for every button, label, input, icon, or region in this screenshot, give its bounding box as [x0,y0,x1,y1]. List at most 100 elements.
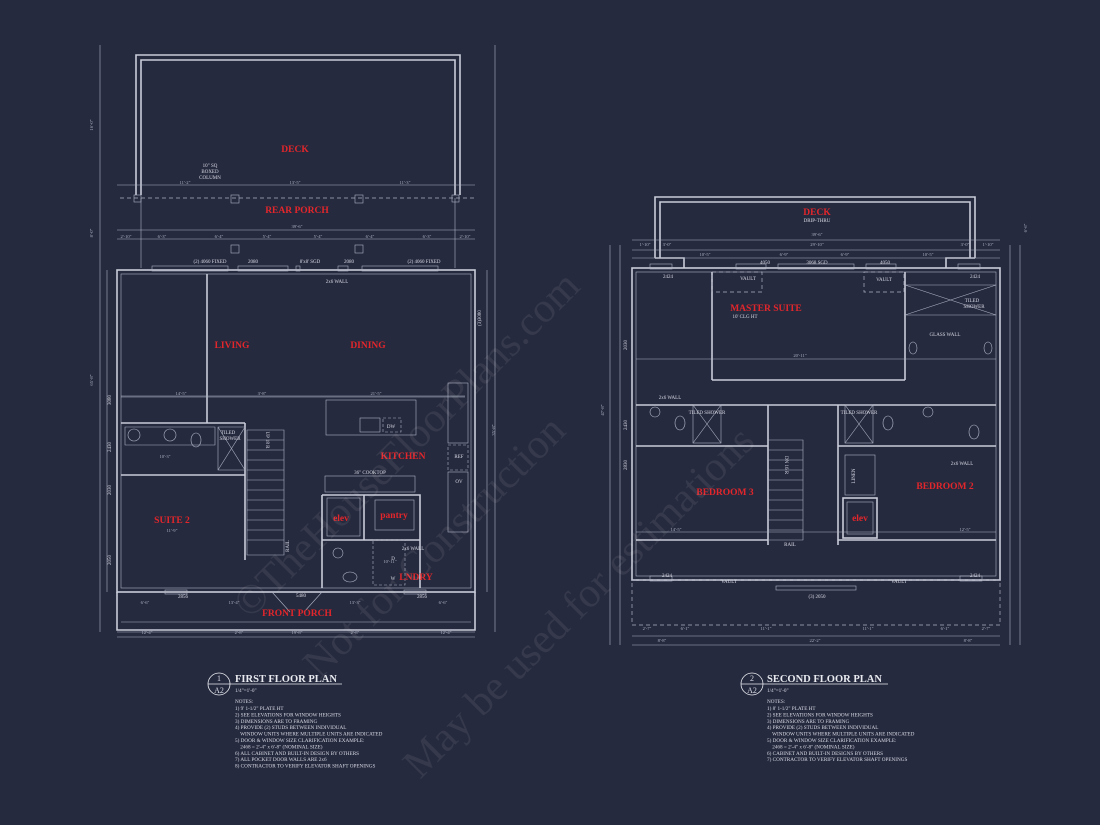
annotation: UP 18 R [264,431,269,449]
note-item: 2) SEE ELEVATIONS FOR WINDOW HEIGHTS [235,711,341,718]
room-label-elevator: elev [852,514,868,524]
annotation: VAULT [876,278,892,283]
dimension: 11'-9" [167,528,178,533]
dimension: 11'-3" [400,180,411,185]
plan-scale: 1/4"=1'-0" [235,688,257,694]
annotation: SHOWER [963,305,985,310]
dimension: 11'-2" [180,180,191,185]
note-item: 6) ALL CABINET AND BUILT-IN DESIGN BY OT… [235,750,359,757]
dimension: 29'-10" [810,242,824,247]
dimension: 2'-7" [982,626,991,631]
dimension: 11'-1" [761,626,772,631]
dimension: 12'-4" [440,630,451,635]
note-item: 6) CABINET AND BUILT-IN DESIGNS BY OTHER… [767,750,883,757]
dimension: 10'-3" [159,454,170,459]
dimension: 19'-8" [291,630,302,635]
note-item: 4) PROVIDE (2) STUDS BETWEEN INDIVIDUAL [235,724,346,731]
annotation: 5480 [296,594,307,599]
annotation: VAULT [891,580,907,585]
notes-heading: NOTES: [235,699,254,705]
annotation: VAULT [721,580,737,585]
annotation: (2) 4060 FIXED [407,260,440,265]
annotation: D [391,557,395,562]
note-item: 8) CONTRACTOR TO VERIFY ELEVATOR SHAFT O… [235,763,375,770]
dimension: 13'-5" [289,180,300,185]
note-item: 3) DIMENSIONS ARE TO FRAMING [235,718,317,725]
annotation: 2030 [108,485,113,496]
annotation: DW [387,425,396,430]
second-floor-rooms: DECK MASTER SUITE BEDROOM 3 BEDROOM 2 el… [696,208,974,524]
note-item: 2) SEE ELEVATIONS FOR WINDOW HEIGHTS [767,711,873,718]
room-label-deck: DECK [803,208,831,218]
dimension: 65'-8" [89,374,94,385]
annotation: 2424 [662,574,673,579]
dimension: 6'-6" [141,600,150,605]
annotation: TILED SHOWER [689,411,726,416]
dimension: 2'-10" [459,234,470,239]
note-item: 1) 8' 1-1/2" PLATE HT [767,705,816,712]
dimension: 2'-10" [120,234,131,239]
room-label-deck: DECK [281,145,309,155]
room-label-front-porch: FRONT PORCH [262,609,332,619]
dimension: 6'-6" [1023,223,1028,232]
dimension: 10'-5" [699,252,710,257]
annotation: 2030 [624,340,629,351]
dimension: 6'-1" [941,626,950,631]
dimension: 14'-5" [670,527,681,532]
first-floor-annotations: 10" SQ BOXED COLUMN (2) 4060 FIXED 2080 … [108,164,483,600]
note-item: 4) PROVIDE (2) STUDS BETWEEN INDIVIDUAL [767,724,878,731]
dimension: 47'-8" [600,404,605,415]
dimension: 12'-5" [959,527,970,532]
annotation: 10" SQ [203,164,218,169]
dimension: 8'-8" [658,638,667,643]
dimension: 3'-0" [961,242,970,247]
dimension: 10'-5" [922,252,933,257]
dimension: 10'-11" [383,559,396,564]
dimension: 1'-10" [639,242,650,247]
dimension: 6'-4" [366,234,375,239]
sheet-ref: A2 [747,686,757,695]
dimension: 6'-1" [681,626,690,631]
annotation: W [391,577,396,582]
annotation: TILED [965,299,980,304]
dimension: 22'-2" [809,638,820,643]
room-label-suite-2: SUITE 2 [154,516,190,526]
annotation: GLASS WALL [930,333,961,338]
note-item: 3) DIMENSIONS ARE TO FRAMING [767,718,849,725]
dimension: 8'-0" [89,228,94,237]
annotation: BOXED [201,170,219,175]
annotation: TILED [221,431,236,436]
annotation: 2424 [663,275,674,280]
dimension: 5'-4" [314,234,323,239]
notes-list: 1) 8' 1-1/2" PLATE HT2) SEE ELEVATIONS F… [767,705,915,763]
dimension: 5'-4" [263,234,272,239]
dimension: 16'-0" [89,119,94,130]
annotation: 2424 [970,275,981,280]
dimension: 20'-11" [793,353,806,358]
note-item: 5) DOOR & WINDOW SIZE CLARIFICATION EXAM… [767,737,897,744]
annotation: 2830 [624,460,629,471]
annotation: 2050 [108,555,113,566]
note-item: 7) CONTRACTOR TO VERIFY ELEVATOR SHAFT O… [767,756,907,763]
second-floor-annotations: DRIP-THRU 10' CLG HT 4050 3068 SGD 4050 … [624,219,985,600]
room-label-living: LIVING [215,341,250,351]
dimension: 6'-3" [158,234,167,239]
annotation: 2x6 WALL [402,547,425,552]
notes-list: 1) 9' 1-1/2" PLATE HT2) SEE ELEVATIONS F… [235,705,383,770]
dimension: 12'-4" [141,630,152,635]
first-floor-dimensions: 11'-2" 13'-5" 11'-3" 39'-6" 2'-10" 6'-3"… [89,119,496,635]
annotation: 2x6 WALL [951,462,974,467]
note-item: 7) ALL POCKET DOOR WALLS ARE 2x6 [235,756,327,763]
annotation: (3)3080 [478,310,483,326]
annotation: COLUMN [199,176,221,181]
dimension: 14'-5" [175,391,186,396]
annotation: (3) 2050 [808,595,826,600]
dimension: 13'-3" [349,600,360,605]
annotation: 4050 [760,261,771,266]
note-item: WINDOW UNITS WHERE MULTIPLE UNITS ARE IN… [767,732,915,738]
note-item: WINDOW UNITS WHERE MULTIPLE UNITS ARE IN… [235,732,383,738]
sheet-ref: A2 [214,686,224,695]
room-label-laundry: LNDRY [399,573,433,583]
